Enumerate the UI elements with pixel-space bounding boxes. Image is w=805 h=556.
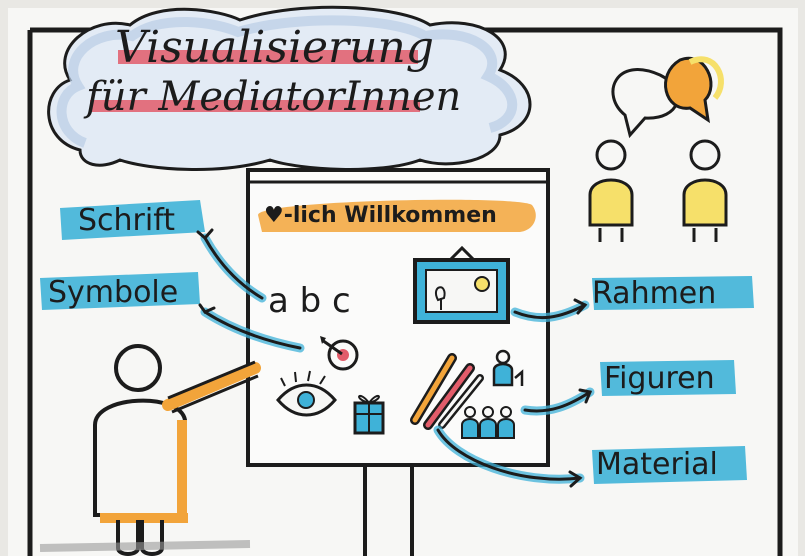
cloud-outline (47, 5, 532, 171)
label-rahmen: Rahmen (592, 276, 754, 311)
label-figuren: Figuren (600, 360, 736, 396)
arrow-to-material (436, 428, 582, 481)
arrow-to-symbole (203, 310, 302, 350)
title-underline-1 (118, 50, 418, 64)
arrows (196, 228, 595, 488)
label-material-text: Material (596, 447, 718, 482)
arrow-to-rahmen (513, 303, 587, 320)
abc-letters: a b c (268, 281, 351, 321)
welcome-text: ♥-lich Willkommen (264, 203, 497, 228)
label-schrift: Schrift (60, 200, 205, 240)
arrow-to-figuren (523, 390, 592, 413)
arrow-to-schrift (203, 236, 264, 300)
eye-icon (276, 370, 337, 417)
person-icon (588, 139, 634, 242)
small-person-icon (492, 349, 524, 387)
title-underline-2 (90, 100, 420, 112)
label-schrift-text: Schrift (78, 203, 175, 238)
title-line-1: Visualisierung (115, 22, 434, 73)
presenter-figure (39, 344, 261, 556)
title-cloud: Visualisierung für MediatorInnen (47, 5, 532, 171)
group-icon (461, 406, 515, 439)
person-icon (682, 139, 728, 242)
label-rahmen-text: Rahmen (592, 276, 716, 311)
gift-icon (353, 394, 385, 435)
framed-picture-icon (413, 245, 510, 324)
title-line-2: für MediatorInnen (83, 74, 461, 120)
label-figuren-text: Figuren (604, 361, 715, 396)
label-material: Material (592, 446, 747, 484)
speech-bubbles-icon (611, 56, 724, 139)
label-symbole: Symbole (40, 272, 200, 310)
pens-icon (410, 353, 484, 430)
target-icon (320, 336, 359, 371)
label-symbole-text: Symbole (48, 275, 178, 310)
